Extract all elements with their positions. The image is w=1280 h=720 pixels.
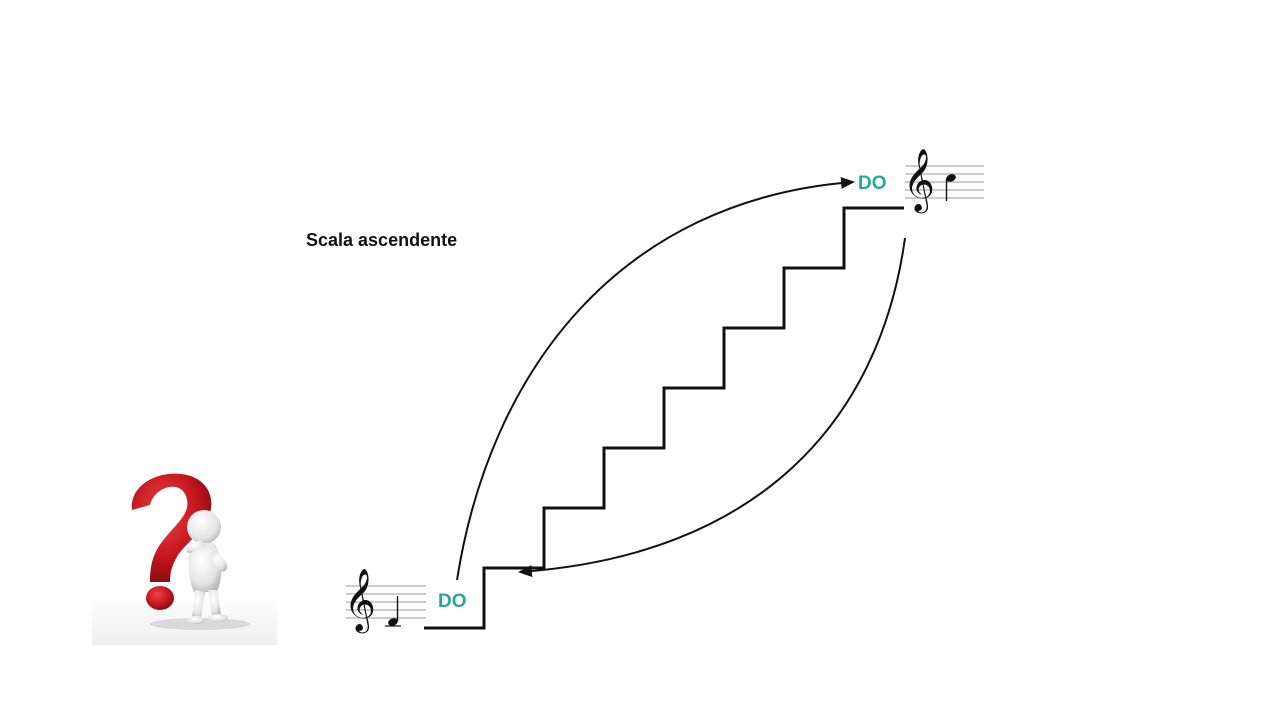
diagram-title: Scala ascendente: [306, 230, 457, 250]
staircase: [424, 206, 904, 630]
low-do-note-icon: [385, 596, 401, 627]
start-note-staff: 𝄞: [344, 568, 426, 634]
descending-arc-arrow: [518, 237, 906, 578]
start-note-label: DO: [438, 591, 467, 612]
treble-clef-icon: 𝄞: [344, 568, 376, 634]
treble-clef-icon: 𝄞: [903, 148, 935, 214]
ascending-arc-arrow: [456, 176, 855, 581]
end-note-staff: 𝄞: [903, 148, 984, 214]
thinking-person-icon: [92, 473, 277, 645]
end-note-label: DO: [858, 173, 887, 194]
high-do-note-icon: [945, 174, 956, 201]
question-mark-icon: [131, 473, 212, 610]
